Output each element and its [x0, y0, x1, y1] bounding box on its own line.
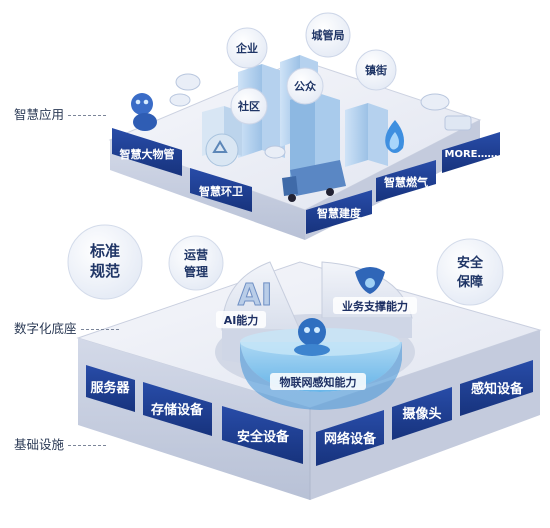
- infra-label-camera: 摄像头: [402, 406, 441, 422]
- layer-label-application-text: 智慧应用: [14, 107, 65, 122]
- bubble-standards-line2: 规范: [90, 262, 120, 280]
- app-label-market: 智慧大物管: [120, 147, 175, 161]
- infra-label-storage: 存储设备: [151, 402, 204, 418]
- infra-tile-sensor: 感知设备: [460, 360, 533, 416]
- bubble-town: 镇街: [355, 49, 397, 91]
- capability-label-iot: 物联网感知能力: [280, 375, 357, 389]
- gas-flame-icon: [385, 120, 404, 153]
- capability-label-ai: AI能力: [224, 313, 259, 327]
- infra-label-server: 服务器: [90, 380, 130, 396]
- layer-label-infrastructure-text: 基础设施: [14, 437, 65, 452]
- ai-logo-text: AI: [238, 278, 272, 313]
- bubble-security-line1: 安全: [457, 255, 484, 271]
- bubble-standards-line1: 标准: [89, 242, 120, 260]
- app-tile-sanitation: 智慧环卫: [190, 168, 252, 212]
- bubble-community-label: 社区: [237, 99, 260, 113]
- infra-tile-security: 安全设备: [222, 406, 303, 464]
- bubble-public-label: 公众: [294, 79, 317, 93]
- robot-head-icon: [298, 318, 326, 346]
- infra-tile-camera: 摄像头: [392, 387, 452, 440]
- app-label-construction: 智慧建度: [317, 206, 362, 220]
- app-tile-market: 智慧大物管: [112, 128, 182, 176]
- bubble-standards: 标准 规范: [67, 224, 143, 300]
- infra-label-network: 网络设备: [324, 431, 377, 447]
- bubble-security: 安全 保障: [436, 238, 504, 306]
- bubble-enterprise: 企业: [226, 27, 268, 69]
- bubble-enterprise-label: 企业: [235, 41, 258, 55]
- leader-line: [68, 445, 107, 446]
- capability-pie: AI AI能力 业务支撑能力 物联网感知能力: [215, 261, 417, 410]
- infra-tile-network: 网络设备: [316, 410, 384, 466]
- app-tile-construction: 智慧建度: [306, 190, 372, 234]
- app-label-gas: 智慧燃气: [384, 175, 428, 189]
- layer-label-application: 智慧应用: [14, 104, 107, 123]
- misc-device-icons: [169, 73, 472, 159]
- bubble-operations-line2: 管理: [184, 264, 208, 279]
- bubble-community: 社区: [230, 87, 268, 125]
- recycle-icon: [205, 133, 239, 167]
- bubble-city-admin: 城管局: [305, 12, 351, 58]
- layer-label-platform-text: 数字化底座: [14, 321, 77, 336]
- bubble-town-label: 镇街: [365, 63, 387, 77]
- bubble-security-line2: 保障: [456, 274, 483, 290]
- city-buildings: [202, 55, 388, 178]
- bubble-operations: 运营 管理: [168, 235, 224, 291]
- app-tile-more: MORE……: [442, 132, 500, 173]
- bubble-city-admin-label: 城管局: [312, 28, 345, 42]
- app-label-more: MORE……: [445, 149, 498, 160]
- assistant-robot-icon: [131, 93, 157, 131]
- bubble-public: 公众: [286, 67, 324, 105]
- infrastructure-platform: 服务器 存储设备 安全设备 网络设备 摄像头 感知设备: [76, 261, 542, 500]
- bubble-operations-line1: 运营: [184, 247, 208, 262]
- infra-label-security: 安全设备: [237, 429, 290, 445]
- app-label-sanitation: 智慧环卫: [199, 184, 243, 198]
- leader-line: [68, 115, 107, 116]
- leader-line: [80, 329, 119, 330]
- capability-label-business: 业务支撑能力: [342, 299, 408, 313]
- garbage-truck-icon: [282, 160, 346, 202]
- layer-label-infrastructure: 基础设施: [14, 434, 107, 453]
- layer-label-platform: 数字化底座: [14, 318, 119, 337]
- app-tile-gas: 智慧燃气: [376, 160, 436, 202]
- business-support-icon: [355, 267, 385, 294]
- infra-label-sensor: 感知设备: [471, 381, 524, 397]
- application-platform: 智慧大物管 智慧环卫 智慧建度 智慧燃气 MORE……: [108, 55, 500, 240]
- infra-tile-server: 服务器: [86, 365, 135, 412]
- infra-tile-storage: 存储设备: [143, 382, 212, 436]
